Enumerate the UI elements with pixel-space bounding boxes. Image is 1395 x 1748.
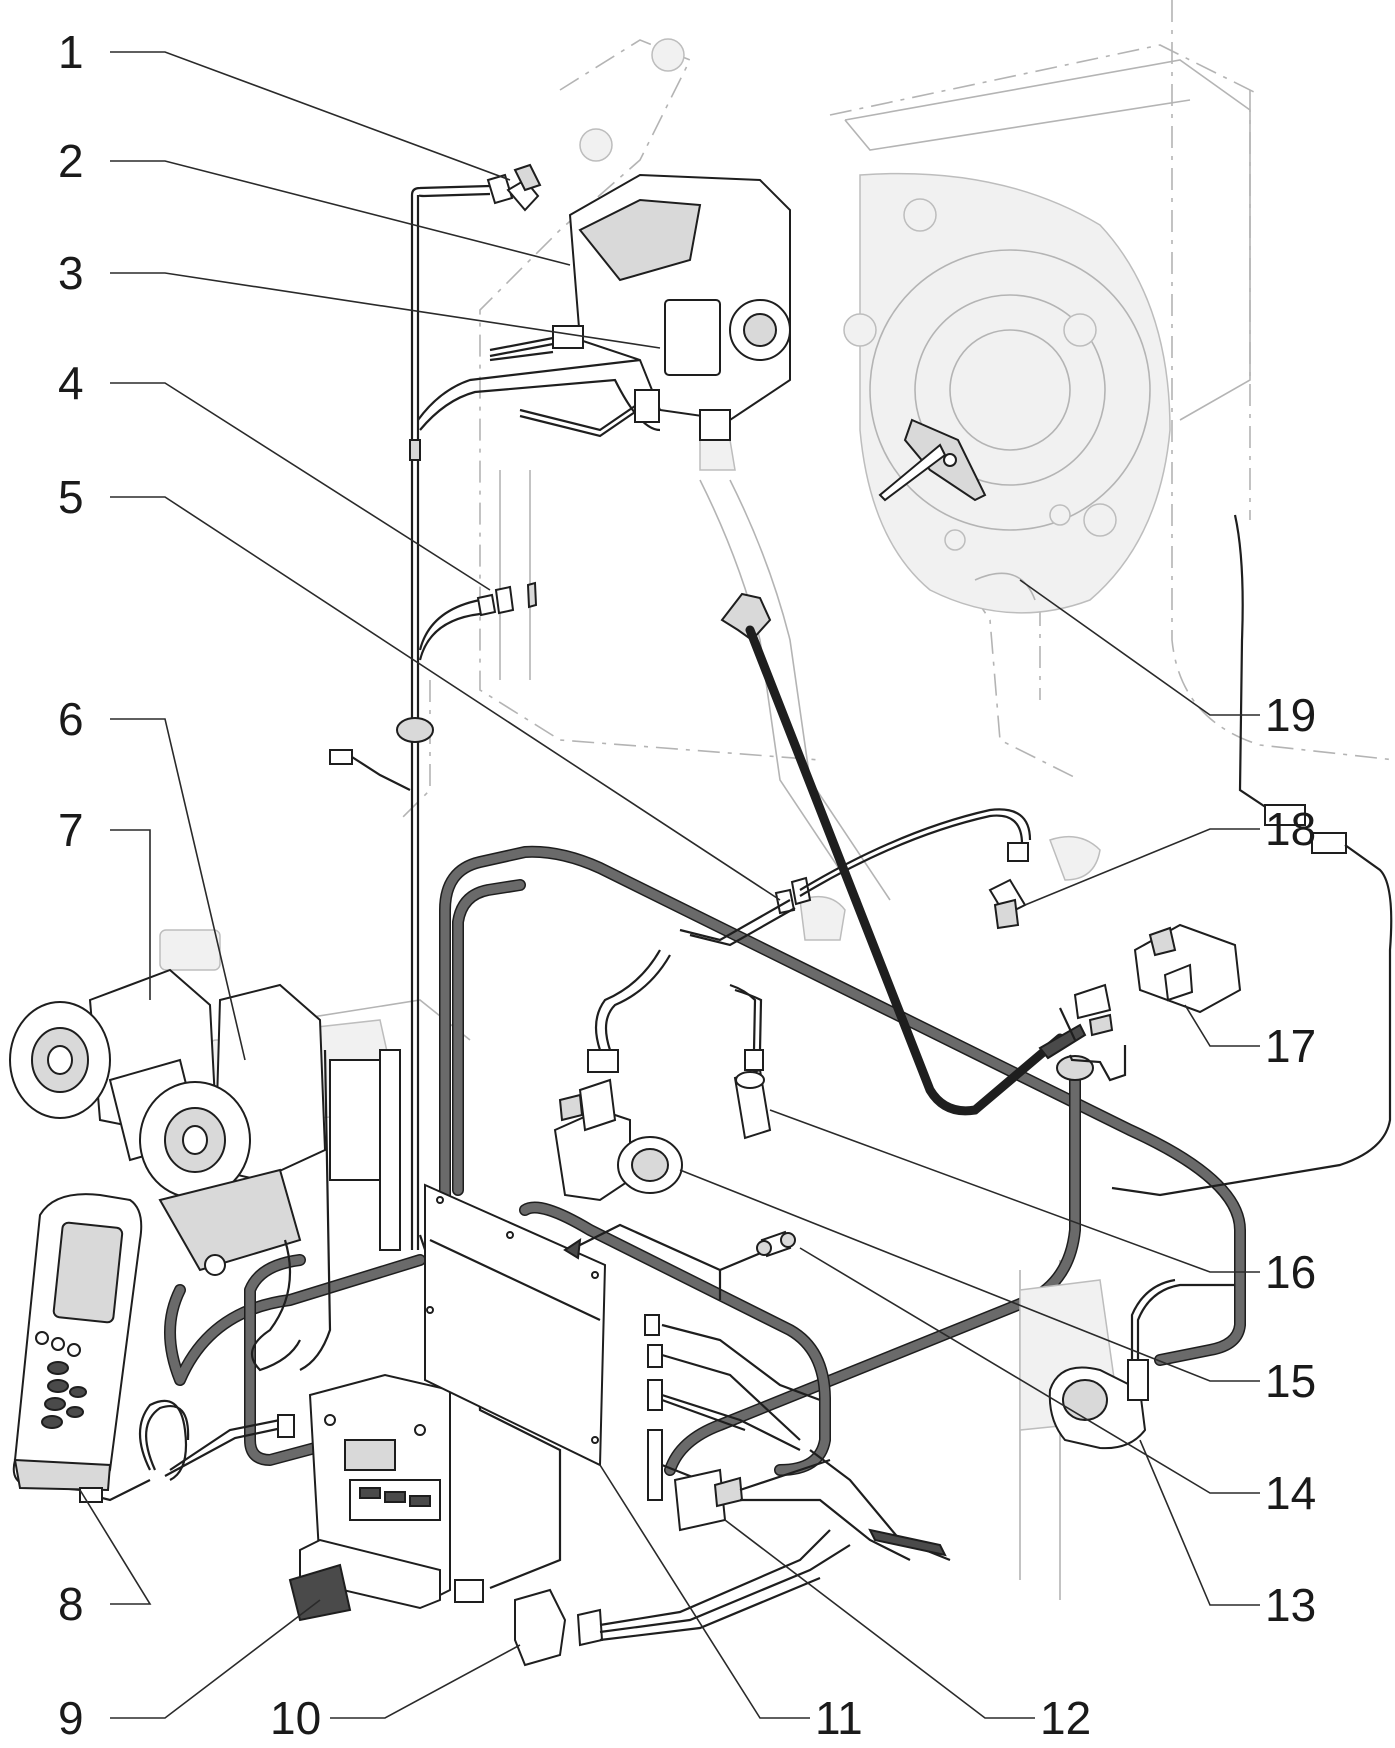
leader-6 bbox=[110, 718, 246, 1061]
leader-10 bbox=[330, 1644, 521, 1719]
leader-lines bbox=[79, 51, 1260, 1719]
leader-4 bbox=[110, 382, 491, 591]
fuse bbox=[756, 1230, 796, 1258]
callout-15: 15 bbox=[1265, 1355, 1316, 1407]
leader-2 bbox=[110, 160, 571, 266]
callout-4: 4 bbox=[58, 357, 84, 409]
leader-13 bbox=[1139, 1439, 1260, 1606]
callout-11: 11 bbox=[815, 1692, 863, 1744]
callout-17: 17 bbox=[1265, 1020, 1316, 1072]
pump-assembly bbox=[9, 968, 401, 1372]
callout-numbers: 1 2 3 4 5 6 7 8 9 10 11 12 13 14 15 16 1… bbox=[58, 26, 1316, 1744]
remote-control bbox=[12, 1193, 143, 1492]
sensor-connector-1 bbox=[486, 163, 542, 212]
callout-10: 10 bbox=[270, 1692, 321, 1744]
callout-5: 5 bbox=[58, 471, 84, 523]
leader-9 bbox=[110, 1599, 321, 1719]
callout-18: 18 bbox=[1265, 803, 1316, 855]
main-pcb bbox=[424, 1183, 781, 1467]
callout-2: 2 bbox=[58, 135, 84, 187]
control-display-module bbox=[288, 1373, 451, 1622]
leader-11 bbox=[599, 1464, 810, 1719]
sensor-connector-5 bbox=[679, 876, 812, 947]
ignition-electrode bbox=[878, 418, 987, 502]
callout-8: 8 bbox=[58, 1578, 84, 1630]
leader-3 bbox=[110, 272, 661, 349]
sensor-connector-4 bbox=[476, 581, 538, 617]
fan-connector bbox=[1111, 514, 1393, 1197]
leader-14 bbox=[799, 1247, 1260, 1494]
callout-6: 6 bbox=[58, 693, 84, 745]
pcb-connectors bbox=[514, 1314, 951, 1667]
leader-18 bbox=[1024, 828, 1260, 906]
control-cable-coil bbox=[79, 1399, 295, 1503]
callout-9: 9 bbox=[58, 1692, 84, 1744]
ignition-transformer bbox=[1059, 923, 1242, 1082]
gas-valve bbox=[489, 173, 791, 441]
diverter-valve bbox=[553, 949, 683, 1202]
leader-8 bbox=[79, 1489, 152, 1605]
callout-7: 7 bbox=[58, 804, 84, 856]
callout-14: 14 bbox=[1265, 1467, 1316, 1519]
wiring-harness bbox=[164, 845, 1246, 1476]
leader-19 bbox=[1019, 579, 1260, 716]
fan-plug bbox=[1019, 1278, 1235, 1450]
leader-12 bbox=[724, 1519, 1035, 1719]
callout-3: 3 bbox=[58, 247, 84, 299]
pressure-sensor-16 bbox=[729, 983, 772, 1140]
callout-19: 19 bbox=[1265, 689, 1316, 741]
burner-door-plate bbox=[843, 172, 1171, 614]
leader-5 bbox=[110, 496, 781, 901]
callout-13: 13 bbox=[1265, 1579, 1316, 1631]
leader-7 bbox=[110, 829, 151, 1000]
callout-16: 16 bbox=[1265, 1246, 1316, 1298]
leader-1 bbox=[110, 51, 511, 181]
vertical-cable-trunk bbox=[329, 184, 1094, 1250]
callout-12: 12 bbox=[1040, 1692, 1091, 1744]
leader-15 bbox=[679, 1169, 1260, 1382]
ignition-lead bbox=[720, 592, 1087, 1116]
callout-1: 1 bbox=[58, 26, 84, 78]
leader-16 bbox=[769, 1109, 1260, 1273]
leader-17 bbox=[1184, 1004, 1260, 1047]
